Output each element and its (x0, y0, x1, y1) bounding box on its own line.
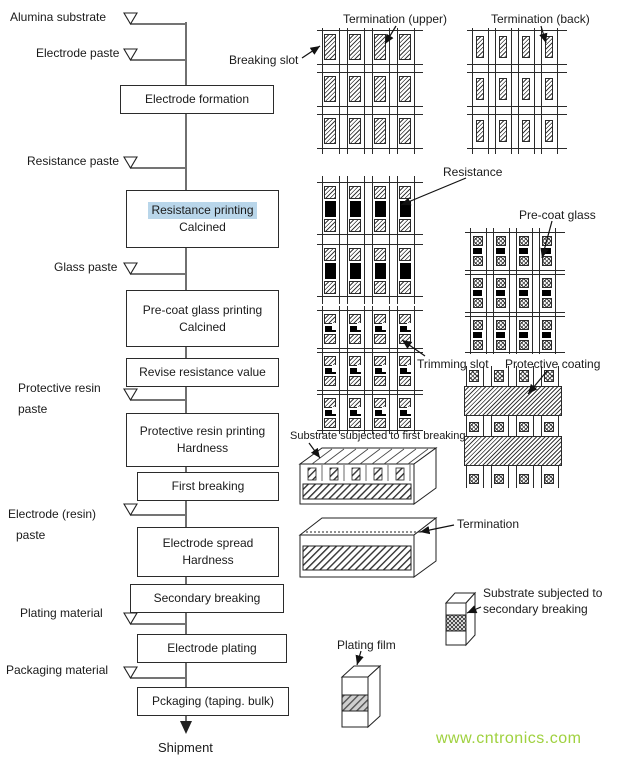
pattern-pre-coat-glass (465, 228, 565, 354)
step-first-breaking: First breaking (137, 472, 279, 501)
step-label: First breaking (171, 479, 245, 493)
input-label-alumina-substrate: Alumina substrate (10, 10, 107, 24)
hopper-funnel-icon (123, 48, 138, 62)
terminal-label-shipment: Shipment (158, 740, 213, 755)
step-resistance-printing: Resistance printing Calcined (126, 190, 279, 248)
step-protective-resin-printing: Protective resin printing Hardness (126, 413, 279, 467)
step-electrode-formation: Electrode formation (120, 85, 274, 114)
step-label: Hardness (176, 441, 229, 455)
hopper-funnel-icon (123, 612, 138, 626)
step-electrode-plating: Electrode plating (137, 634, 287, 663)
callout-pre-coat-glass: Pre-coat glass (519, 208, 596, 222)
callout-breaking-slot: Breaking slot (229, 53, 299, 67)
step-secondary-breaking: Secondary breaking (130, 584, 284, 613)
callout-protective-coating: Protective coating (505, 357, 601, 371)
input-label-protective-resin-2: paste (18, 402, 48, 416)
input-label-plating-material: Plating material (20, 606, 103, 620)
pattern-termination-back (467, 28, 567, 154)
input-label-packaging-material: Packaging material (6, 663, 109, 677)
input-label-electrode-paste: Electrode paste (36, 46, 120, 60)
input-label-protective-resin: Protective resin (18, 381, 101, 395)
step-label: Pckaging (taping. bulk) (151, 694, 275, 708)
pattern-protective-coating (464, 366, 564, 488)
input-label-electrode-resin: Electrode (resin) (8, 507, 97, 521)
input-label-glass-paste: Glass paste (54, 260, 118, 274)
step-electrode-spread: Electrode spread Hardness (137, 527, 279, 577)
input-label-electrode-resin-2: paste (16, 528, 46, 542)
callout-trimming-slot: Trimming slot (417, 357, 489, 371)
step-label: Pre-coat glass printing (142, 302, 263, 317)
shipment-arrow-icon (180, 721, 192, 734)
step-label: Calcined (179, 319, 226, 334)
callout-termination-upper: Termination (upper) (343, 12, 448, 26)
step-label: Electrode formation (144, 92, 250, 106)
pattern-termination-upper (317, 28, 423, 154)
step-label: Electrode spread (162, 536, 254, 550)
hopper-funnel-icon (123, 503, 138, 517)
callout-substrate-first-breaking: Substrate subjected to first breaking (290, 430, 466, 442)
hopper-funnel-icon (123, 666, 138, 680)
hopper-funnel-icon (123, 388, 138, 402)
step-label: Calcined (179, 220, 226, 234)
substrate-secondary-breaking-figure (444, 591, 477, 647)
substrate-first-breaking-figure (298, 447, 438, 505)
callout-termination: Termination (457, 517, 520, 531)
step-label: Hardness (182, 553, 234, 567)
step-label: Protective resin printing (139, 424, 266, 438)
callout-resistance: Resistance (443, 165, 503, 179)
hopper-funnel-icon (123, 12, 138, 26)
step-pre-coat-glass-printing: Pre-coat glass printing Calcined (126, 290, 279, 347)
input-connector-lines (131, 23, 185, 679)
step-packaging: Pckaging (taping. bulk) (137, 687, 289, 716)
hopper-funnel-icon (123, 262, 138, 276)
step-label: Electrode plating (167, 641, 257, 655)
callout-substrate-secondary-breaking-2: secondary breaking (483, 602, 588, 616)
pattern-trimming-slot (317, 306, 423, 434)
pattern-resistance (317, 176, 423, 304)
callout-plating-film: Plating film (337, 638, 396, 652)
input-label-resistance-paste: Resistance paste (27, 154, 120, 168)
step-label: Revise resistance value (139, 365, 266, 379)
plating-film-figure (340, 664, 382, 729)
termination-figure (298, 516, 438, 578)
hopper-funnel-icon (123, 156, 138, 170)
step-label-highlighted: Resistance printing (148, 202, 257, 219)
step-label: Secondary breaking (153, 591, 261, 605)
callout-termination-back: Termination (back) (491, 12, 590, 26)
watermark-text: www.cntronics.com (436, 730, 582, 747)
step-revise-resistance-value: Revise resistance value (126, 358, 279, 387)
callout-substrate-secondary-breaking-1: Substrate subjected to (483, 586, 603, 600)
